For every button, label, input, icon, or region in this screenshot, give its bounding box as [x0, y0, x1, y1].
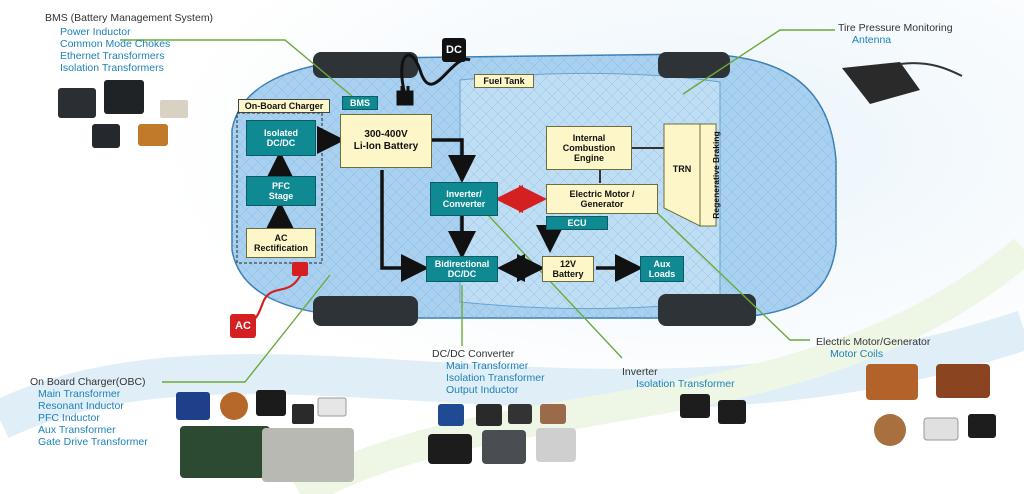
ac-rectification-block: AC Rectification	[246, 228, 316, 258]
isolated-dcdc-block: Isolated DC/DC	[246, 120, 316, 156]
bms-component-photos	[58, 80, 188, 148]
battery-line2: Li-Ion Battery	[353, 141, 419, 152]
dcdc-component-photos	[428, 404, 576, 464]
obc-callout-item: Resonant Inductor	[38, 400, 124, 412]
inverter-converter-block: Inverter/ Converter	[430, 182, 498, 216]
dcdc-callout-item: Output Inductor	[446, 384, 519, 396]
ac-rectification-line1: AC	[274, 233, 288, 243]
obc-callout-item: Gate Drive Transformer	[38, 436, 148, 448]
regenerative-braking-label: Regenerative Braking	[711, 131, 721, 219]
inverter-callout-title: Inverter	[622, 366, 658, 378]
ice-block: Internal Combustion Engine	[546, 126, 632, 170]
motor-generator-line2: Generator	[580, 199, 624, 209]
on-board-charger-header: On-Board Charger	[238, 99, 330, 113]
fuel-tank-block: Fuel Tank	[474, 74, 534, 88]
battery-12v-line2: Battery	[552, 269, 584, 279]
pfc-stage-block: PFC Stage	[246, 176, 316, 206]
bidirectional-dcdc-line1: Bidirectional	[434, 259, 490, 269]
battery-line1: 300-400V	[364, 129, 408, 140]
aux-loads-line1: Aux	[653, 259, 671, 269]
background-swoosh	[292, 238, 1024, 494]
battery-block: 300-400V Li-Ion Battery	[340, 114, 432, 168]
obc-component-photos	[176, 390, 354, 482]
background-swoosh	[0, 311, 1024, 439]
bms-callout-title: BMS (Battery Management System)	[45, 12, 214, 24]
ice-line3: Engine	[573, 153, 604, 163]
motor-component-photos	[866, 364, 996, 446]
bms-callout-item: Power Inductor	[60, 26, 131, 38]
dc-tag: DC	[442, 38, 466, 62]
obc-callout-title: On Board Charger(OBC)	[30, 376, 146, 388]
ice-line2: Combustion	[562, 143, 616, 153]
ecu-block: ECU	[546, 216, 608, 230]
tpms-antenna-photo	[842, 62, 963, 104]
battery-12v-line1: 12V	[559, 259, 576, 269]
bms-callout-item: Isolation Transformers	[60, 62, 164, 74]
obc-callout-item: PFC Inductor	[38, 412, 100, 424]
inverter-converter-line2: Converter	[442, 199, 486, 209]
bms-block: BMS	[342, 96, 378, 110]
bms-callout-item: Ethernet Transformers	[60, 50, 165, 62]
motor-generator-block: Electric Motor / Generator	[546, 184, 658, 214]
trn-label: TRN	[672, 164, 692, 174]
dcdc-callout-title: DC/DC Converter	[432, 348, 515, 360]
inverter-callout-item: Isolation Transformer	[636, 378, 735, 390]
motor-callout-title: Electric Motor/Generator	[816, 336, 931, 348]
dcdc-callout-item: Isolation Transformer	[446, 372, 545, 384]
ice-line1: Internal	[572, 133, 606, 143]
leader-lines	[120, 29, 835, 383]
aux-loads-line2: Loads	[648, 269, 676, 279]
battery-12v-block: 12V Battery	[542, 256, 594, 282]
ac-rectification-line2: Rectification	[253, 243, 308, 253]
pfc-stage-line2: Stage	[268, 191, 294, 201]
dc-charging-cable	[396, 53, 471, 106]
regenerative-braking-bar	[699, 123, 717, 227]
obc-dashed-frame	[236, 112, 323, 264]
dcdc-callout-item: Main Transformer	[446, 360, 529, 372]
motor-generator-line1: Electric Motor /	[569, 189, 635, 199]
car-wheels	[313, 52, 756, 326]
aux-loads-block: Aux Loads	[640, 256, 684, 282]
obc-callout-item: Aux Transformer	[38, 424, 116, 436]
isolated-dcdc-line1: Isolated	[263, 128, 298, 138]
obc-callout-item: Main Transformer	[38, 388, 121, 400]
tpms-callout-item: Antenna	[852, 34, 892, 46]
flow-arrows	[266, 126, 643, 282]
motor-callout-item: Motor Coils	[830, 348, 884, 360]
ac-tag: AC	[230, 314, 256, 338]
tpms-callout-title: Tire Pressure Monitoring	[838, 22, 953, 34]
isolated-dcdc-line2: DC/DC	[266, 138, 296, 148]
bms-callout-item: Common Mode Chokes	[60, 38, 171, 50]
bidirectional-dcdc-line2: DC/DC	[447, 269, 477, 279]
car-wireframe	[231, 53, 837, 319]
inverter-converter-line1: Inverter/	[446, 189, 482, 199]
pfc-stage-line1: PFC	[272, 181, 290, 191]
inverter-component-photos	[680, 394, 746, 424]
bidirectional-dcdc-block: Bidirectional DC/DC	[426, 256, 498, 282]
